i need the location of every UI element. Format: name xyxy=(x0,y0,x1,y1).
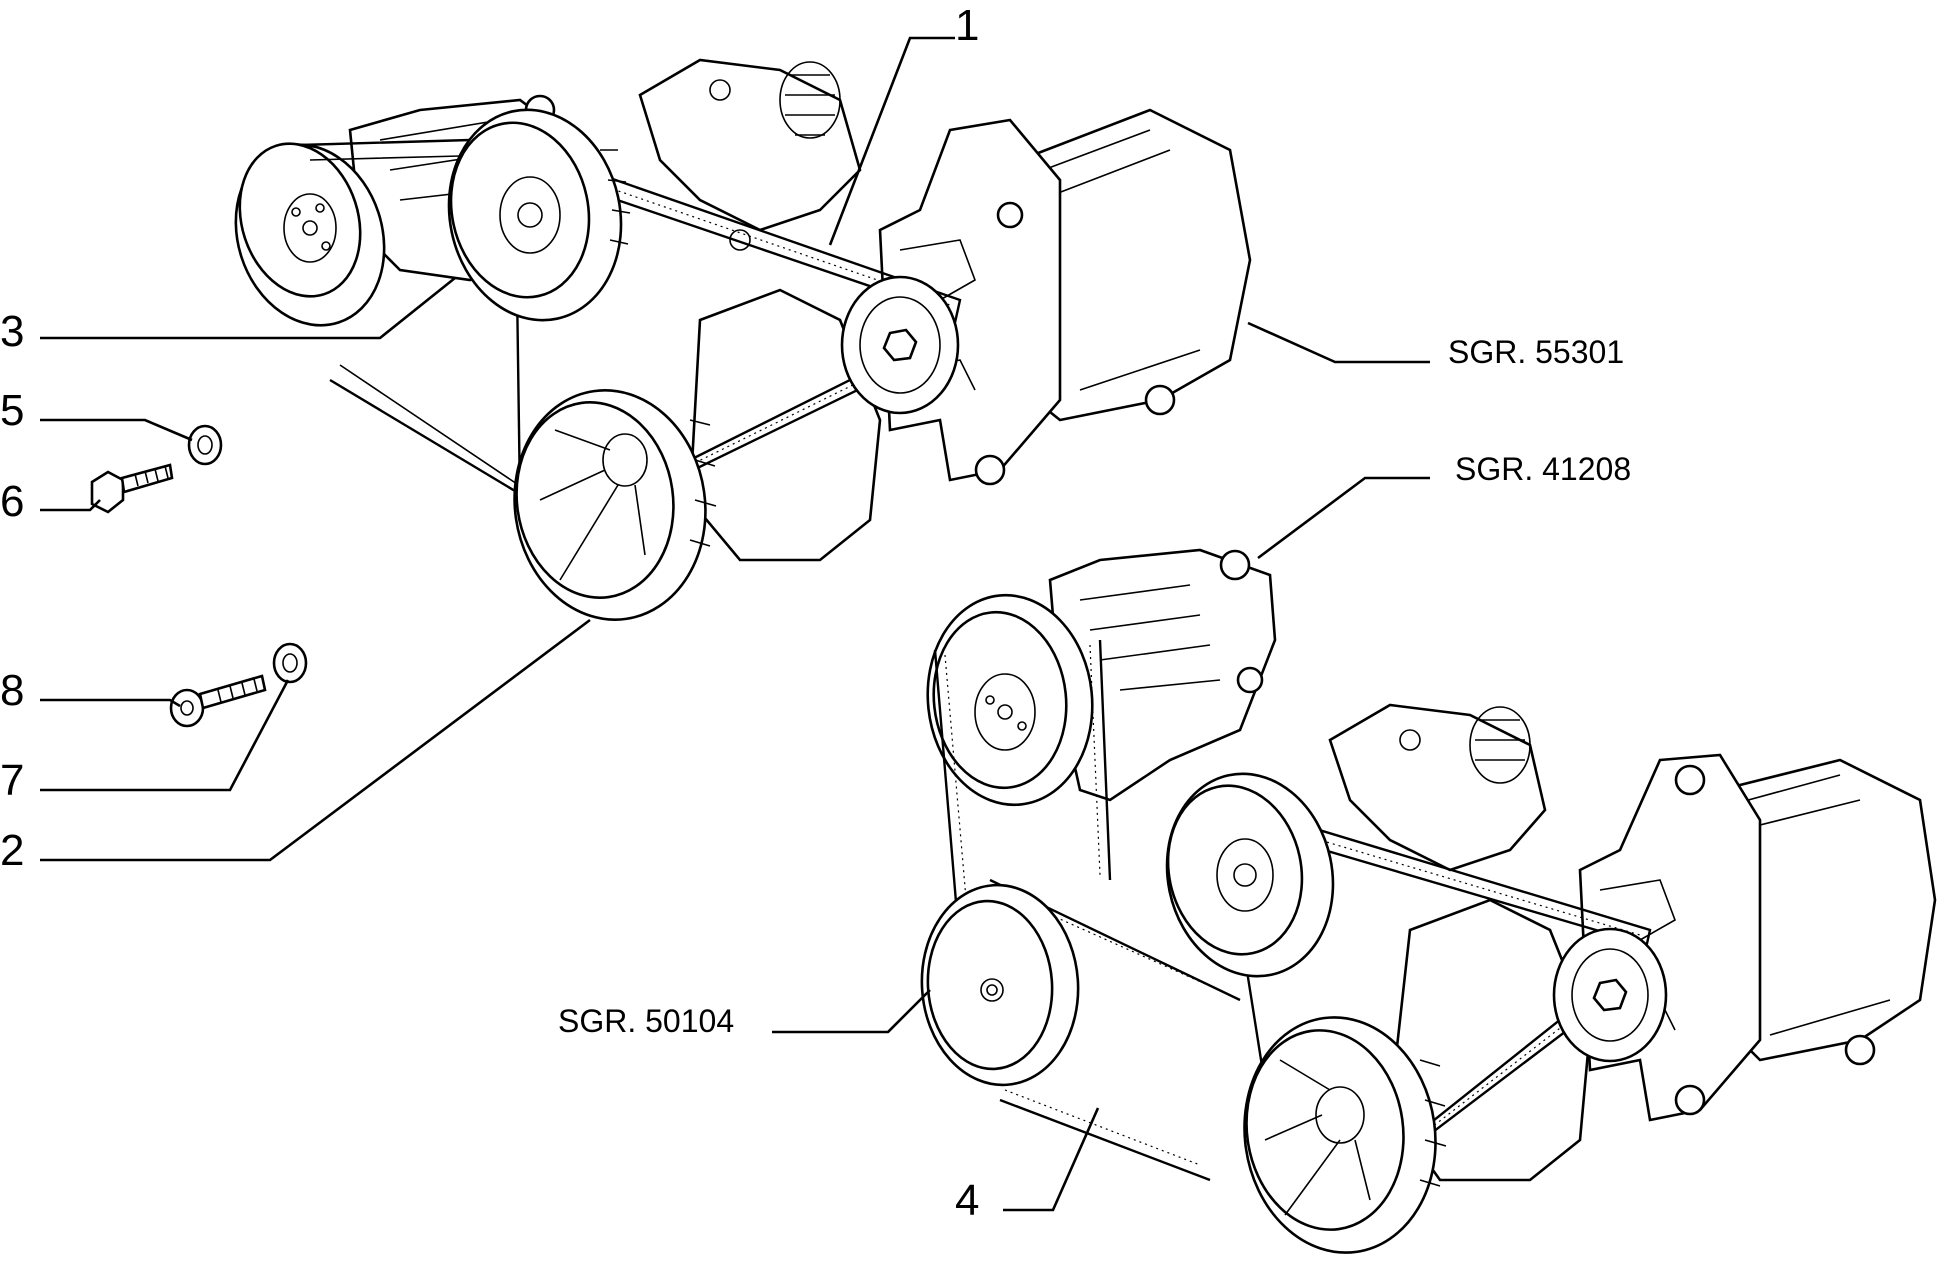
lower-assembly xyxy=(920,548,1937,1254)
callout-8: 8 xyxy=(0,666,24,715)
bolt-6 xyxy=(90,463,174,514)
upper-water-pump-pulley xyxy=(234,142,386,327)
lower-idler-pulley xyxy=(1552,927,1668,1063)
reference-sgr-50104: SGR. 50104 xyxy=(558,1003,734,1039)
upper-assembly xyxy=(234,58,1252,621)
callout-6: 6 xyxy=(0,477,24,526)
callout-3: 3 xyxy=(0,307,24,356)
upper-left-pulley xyxy=(447,108,631,322)
callout-5: 5 xyxy=(0,386,24,435)
upper-v-belt xyxy=(299,138,531,502)
washer-5 xyxy=(187,424,223,466)
washer-7 xyxy=(272,642,308,684)
upper-tensioner-bracket xyxy=(638,58,862,251)
reference-sgr-55301: SGR. 55301 xyxy=(1448,334,1624,370)
bolt-8 xyxy=(169,674,267,728)
lower-crank-pulley xyxy=(1243,1016,1447,1254)
upper-idler-pulley xyxy=(840,275,960,415)
callout-2: 2 xyxy=(0,826,24,875)
lower-tensioner-bracket xyxy=(1328,703,1547,872)
leader-lines xyxy=(40,36,1430,1212)
lower-upper-left-pulley xyxy=(1165,772,1335,978)
lower-small-pulley xyxy=(920,883,1080,1087)
lower-water-pump-pulley xyxy=(926,593,1094,807)
callout-1: 1 xyxy=(955,1,979,50)
reference-sgr-41208: SGR. 41208 xyxy=(1455,451,1631,487)
callout-4: 4 xyxy=(955,1176,979,1225)
upper-crank-pulley xyxy=(513,389,717,621)
callout-7: 7 xyxy=(0,756,24,805)
